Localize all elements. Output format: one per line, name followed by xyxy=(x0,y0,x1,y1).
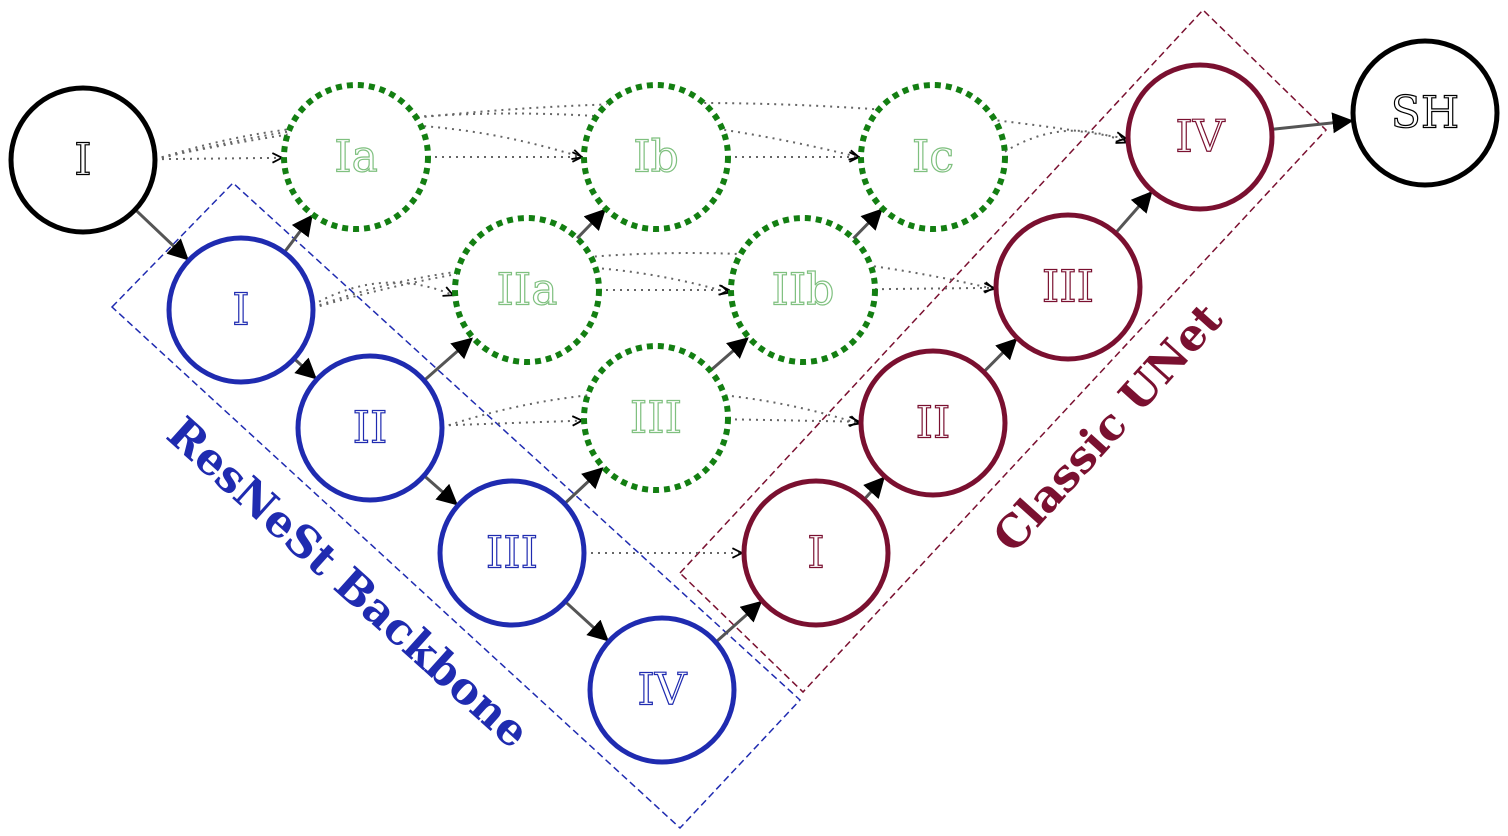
node-n_ic-circle xyxy=(858,82,1008,232)
node-enc1: I xyxy=(166,235,316,385)
node-dec4: IV xyxy=(1125,62,1275,212)
node-input-label: I xyxy=(74,135,91,186)
node-dec2-circle xyxy=(858,348,1008,498)
node-n_ia-circle xyxy=(281,82,431,232)
edge-dec3-to-dec4 xyxy=(1114,190,1153,234)
node-dec1: I xyxy=(741,478,891,628)
node-output-label: SH xyxy=(1391,88,1460,139)
node-n_ia: Ia xyxy=(281,82,431,232)
decoder-group-box xyxy=(678,8,1328,694)
edge-input-to-n_ic xyxy=(154,112,859,161)
node-enc3-circle xyxy=(437,478,587,628)
node-dec1-circle xyxy=(741,478,891,628)
node-n_ib: Ib xyxy=(581,82,731,232)
edge-enc1-to-n_ia xyxy=(283,214,313,254)
node-n_iia-label: IIa xyxy=(497,265,558,316)
edge-input-to-enc1 xyxy=(134,208,189,261)
node-enc2-label: II xyxy=(353,403,388,454)
edge-enc2-to-dec2 xyxy=(441,390,859,429)
edge-input-to-n_ia xyxy=(154,158,282,159)
node-n_iii-label: III xyxy=(630,393,682,444)
edge-dec4-to-output xyxy=(1271,112,1354,134)
node-enc2: II xyxy=(295,353,445,503)
edge-enc3-to-enc4 xyxy=(564,600,609,642)
node-dec2: II xyxy=(858,348,1008,498)
edge-enc2-to-n_iii xyxy=(441,421,582,426)
node-n_iii: III xyxy=(581,343,731,493)
node-dec4-circle xyxy=(1125,62,1275,212)
node-input-circle xyxy=(8,85,158,235)
node-n_iii-circle xyxy=(581,343,731,493)
node-input: I xyxy=(8,85,158,235)
node-output-circle xyxy=(1350,38,1500,188)
node-dec3: III xyxy=(993,212,1143,362)
edge-enc1-to-enc2 xyxy=(293,357,317,380)
node-enc1-label: I xyxy=(232,285,249,336)
node-enc2-circle xyxy=(295,353,445,503)
backbone-group-box xyxy=(110,181,802,830)
node-n_ia-label: Ia xyxy=(334,132,378,183)
edge-enc2-to-enc3 xyxy=(423,474,459,506)
node-n_ib-circle xyxy=(581,82,731,232)
edge-dec2-to-dec3 xyxy=(982,338,1018,373)
edge-enc4-to-dec1 xyxy=(714,600,763,644)
edge-n_iii-to-n_iib xyxy=(709,337,749,372)
node-n_iib: IIb xyxy=(728,215,878,365)
edge-enc1-to-dec3 xyxy=(312,252,994,309)
node-dec1-label: I xyxy=(807,528,824,579)
node-enc3: III xyxy=(437,478,587,628)
node-n_iia: IIa xyxy=(452,215,602,365)
edge-enc2-to-n_iia xyxy=(423,337,473,382)
edge-n_iia-to-n_ib xyxy=(576,208,606,240)
node-n_iib-circle xyxy=(728,215,878,365)
node-dec3-circle xyxy=(993,212,1143,362)
node-n_iib-label: IIb xyxy=(772,265,835,316)
node-dec3-label: III xyxy=(1042,262,1094,313)
edge-dec1-to-dec2 xyxy=(863,476,885,501)
node-n_ic: Ic xyxy=(858,82,1008,232)
node-enc4-circle xyxy=(587,615,737,765)
node-enc3-label: III xyxy=(486,528,538,579)
node-enc1-circle xyxy=(166,235,316,385)
node-dec4-label: IV xyxy=(1175,112,1225,163)
node-n_ic-label: Ic xyxy=(912,132,954,183)
edge-n_ic-to-dec4 xyxy=(1004,129,1126,153)
edge-enc1-to-n_iib xyxy=(312,264,729,309)
node-enc4-label: IV xyxy=(637,665,687,716)
node-output: SH xyxy=(1350,38,1500,188)
edge-n_iib-to-dec3 xyxy=(874,288,994,289)
node-n_iia-circle xyxy=(452,215,602,365)
node-enc4: IV xyxy=(587,615,737,765)
edge-n_iii-to-dec2 xyxy=(727,419,859,421)
node-dec2-label: II xyxy=(916,398,951,449)
edge-n_iib-to-n_ic xyxy=(852,208,883,240)
node-n_ib-label: Ib xyxy=(633,132,679,183)
edge-enc3-to-n_iii xyxy=(563,467,604,505)
